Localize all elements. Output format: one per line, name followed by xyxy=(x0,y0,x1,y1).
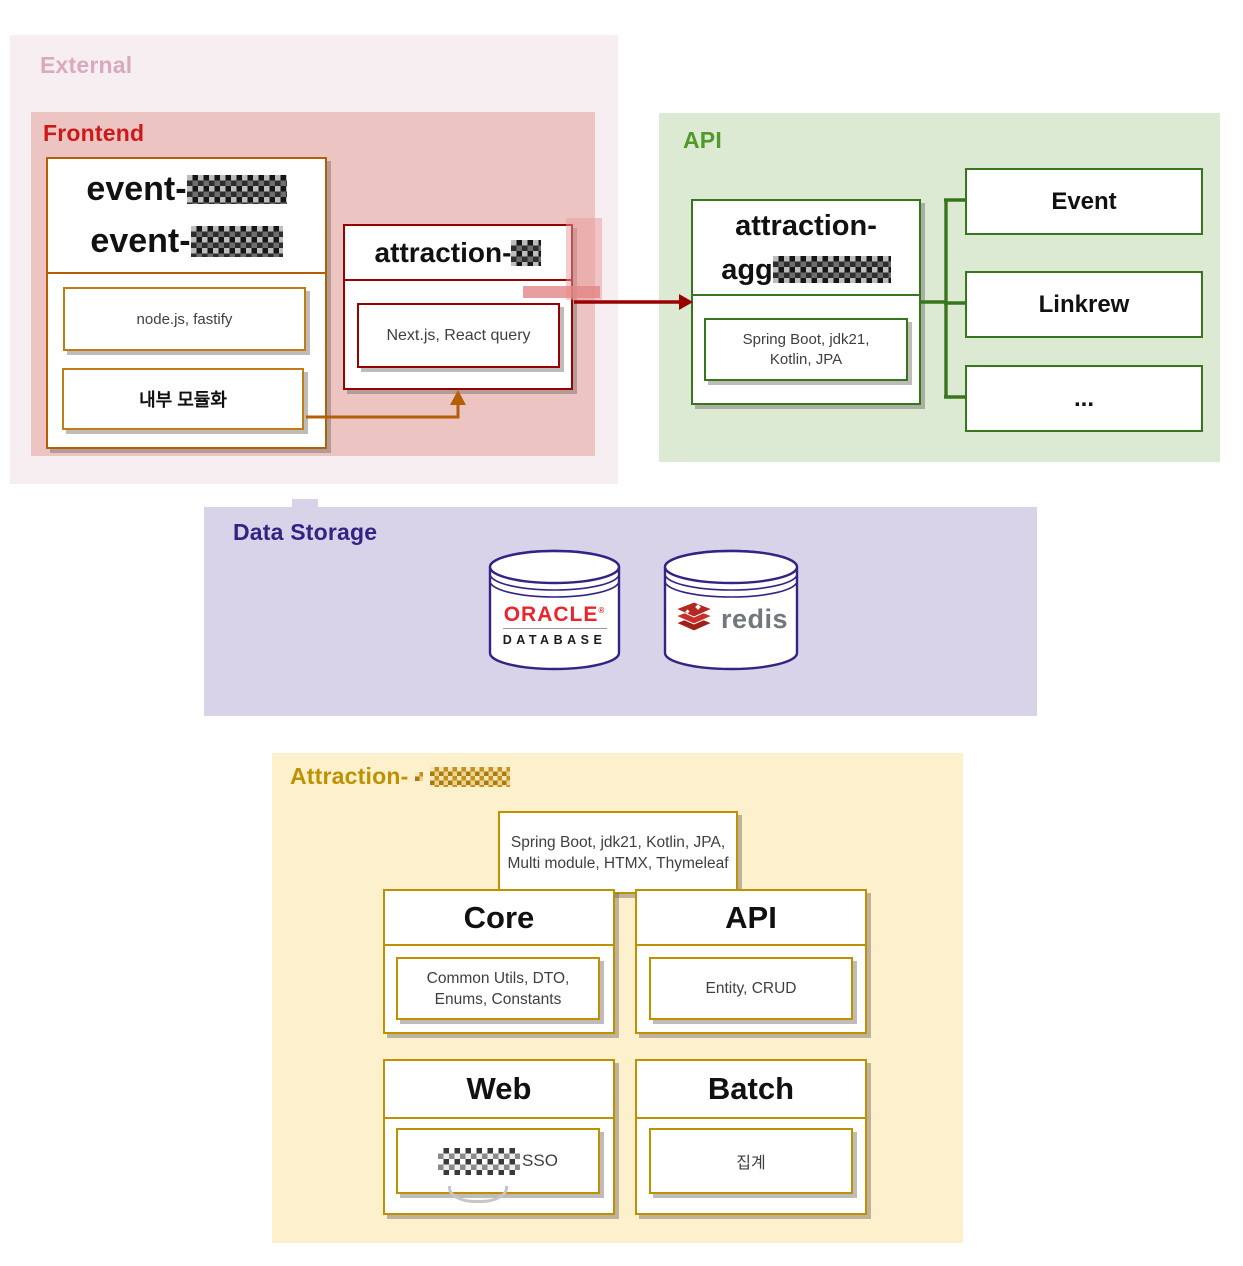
module-detail-api: Entity, CRUD xyxy=(649,957,853,1020)
external-region-label: External xyxy=(40,52,133,78)
endpoint-box-more: ... xyxy=(965,365,1203,432)
attraction-title-text: attraction- xyxy=(374,236,512,268)
cylinder-shape xyxy=(663,549,799,671)
oracle-registered-mark: ® xyxy=(598,606,606,615)
oracle-divider-line xyxy=(502,628,607,629)
agg-title-text: attraction- xyxy=(735,209,877,242)
module-detail-web: SSO xyxy=(396,1128,600,1194)
module-title-web: Web xyxy=(385,1061,613,1119)
event-note-box: 내부 모듈화 xyxy=(62,368,304,430)
frontend-region-label: Frontend xyxy=(43,120,145,146)
event-title-text: event- xyxy=(86,170,187,208)
agg-tech-line2: Kotlin, JPA xyxy=(769,350,843,368)
endpoint-box-event: Event xyxy=(965,168,1203,235)
data-storage-label: Data Storage xyxy=(233,519,378,545)
redis-cube-icon xyxy=(674,601,714,632)
event-module-title-line1: event- xyxy=(86,164,287,216)
oracle-wordmark: ORACLE® xyxy=(487,600,622,626)
attraction-module-title: attraction- xyxy=(345,226,571,281)
agg-title-line1: attraction- xyxy=(735,204,877,248)
data-storage-region xyxy=(204,507,1037,716)
agg-title-text: agg xyxy=(721,253,773,286)
redacted-text xyxy=(430,766,511,787)
agg-title-line2: agg xyxy=(721,248,891,292)
redis-wordmark: redis xyxy=(720,603,789,634)
redis-logo: redis xyxy=(672,600,790,638)
redacted-text xyxy=(415,772,424,781)
redacted-text xyxy=(511,239,542,266)
event-module-title-line2: event- xyxy=(90,216,283,268)
event-module-title: event- event- xyxy=(48,159,325,274)
redacted-text xyxy=(190,226,283,257)
oracle-name: ORACLE xyxy=(503,603,599,626)
module-title-core: Core xyxy=(385,891,613,946)
event-tech-box: node.js, fastify xyxy=(63,287,306,351)
agg-tech-box: Spring Boot, jdk21, Kotlin, JPA xyxy=(704,318,908,381)
pink-highlight-strip xyxy=(523,286,600,298)
agg-tech-line1: Spring Boot, jdk21, xyxy=(742,330,870,348)
tech-stack-line1: Spring Boot, jdk21, Kotlin, JPA, xyxy=(510,833,726,851)
cylinder-shape xyxy=(488,549,621,671)
redacted-text xyxy=(438,1147,521,1175)
redacted-text xyxy=(186,175,287,204)
redacted-text xyxy=(772,256,891,283)
oracle-database-cylinder: ORACLE® DATABASE xyxy=(487,548,622,673)
module-title-api: API xyxy=(637,891,865,946)
endpoint-box-linkrew: Linkrew xyxy=(965,271,1203,338)
oracle-database-text: DATABASE xyxy=(502,633,607,647)
attraction-agg-title: attraction- agg xyxy=(693,201,919,296)
oracle-logo: ORACLE® DATABASE xyxy=(487,600,622,647)
module-title-batch: Batch xyxy=(637,1061,865,1119)
attraction-tech-stack-box: Spring Boot, jdk21, Kotlin, JPA, Multi m… xyxy=(498,811,738,894)
data-storage-tab xyxy=(292,499,318,508)
redis-cylinder: redis xyxy=(662,548,800,673)
web-detail-text: SSO xyxy=(522,1151,558,1170)
tech-stack-line2: Multi module, HTMX, Thymeleaf xyxy=(507,854,729,872)
api-region-label: API xyxy=(683,127,722,153)
attraction-tech-box: Next.js, React query xyxy=(357,303,560,368)
attraction-system-label-text: Attraction- xyxy=(290,763,409,789)
module-detail-batch: 집계 xyxy=(649,1128,853,1194)
module-detail-core: Common Utils, DTO, Enums, Constants xyxy=(396,957,600,1020)
attraction-system-label: Attraction- xyxy=(290,763,511,790)
event-title-text: event- xyxy=(90,222,191,260)
